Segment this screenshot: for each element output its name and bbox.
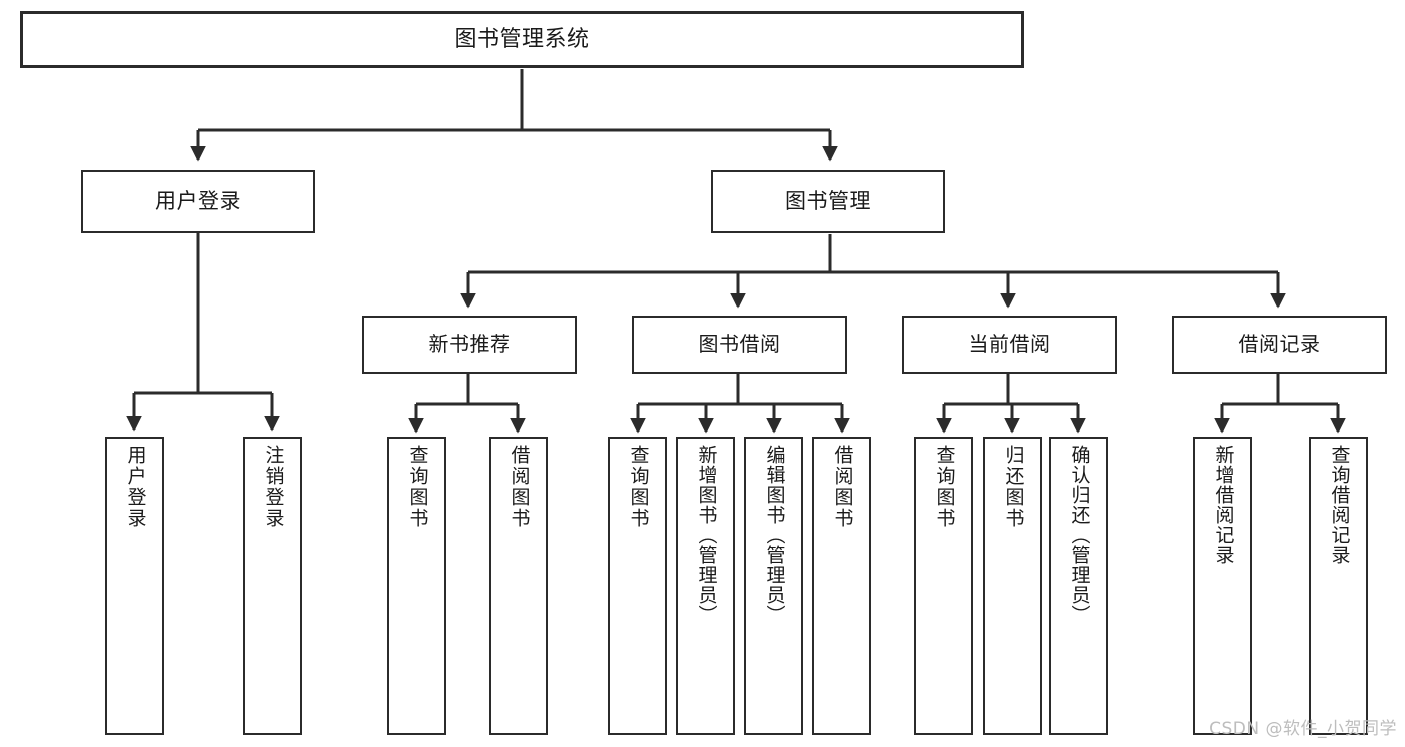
node-label: 查询借阅记录 (1328, 445, 1351, 565)
leaf-current-borrow-query[interactable]: 查询图书 (914, 437, 973, 735)
leaf-new-book-query[interactable]: 查询图书 (387, 437, 446, 735)
node-new-book-recommend[interactable]: 新书推荐 (362, 316, 577, 374)
leaf-book-borrow-add[interactable]: 新增图书（管理员） (676, 437, 735, 735)
node-user-login[interactable]: 用户登录 (81, 170, 315, 233)
node-label: 用户登录 (155, 189, 241, 214)
node-root[interactable]: 图书管理系统 (20, 11, 1024, 68)
node-label: 图书借阅 (698, 332, 781, 357)
node-label: 当前借阅 (968, 332, 1051, 357)
node-label: 新增借阅记录 (1212, 445, 1235, 565)
node-book-borrow[interactable]: 图书借阅 (632, 316, 847, 374)
leaf-borrow-record-add[interactable]: 新增借阅记录 (1193, 437, 1252, 735)
node-book-management[interactable]: 图书管理 (711, 170, 945, 233)
leaf-user-login-logout[interactable]: 注销登录 (243, 437, 302, 735)
node-borrow-record[interactable]: 借阅记录 (1172, 316, 1387, 374)
node-current-borrow[interactable]: 当前借阅 (902, 316, 1117, 374)
node-label: 借阅图书 (508, 445, 531, 529)
leaf-borrow-record-query[interactable]: 查询借阅记录 (1309, 437, 1368, 735)
node-label: 借阅图书 (831, 445, 854, 529)
leaf-new-book-borrow[interactable]: 借阅图书 (489, 437, 548, 735)
leaf-current-borrow-return[interactable]: 归还图书 (983, 437, 1042, 735)
node-label: 查询图书 (627, 445, 650, 529)
leaf-current-borrow-confirm-return[interactable]: 确认归还（管理员） (1049, 437, 1108, 735)
leaf-book-borrow-query[interactable]: 查询图书 (608, 437, 667, 735)
node-label: 查询图书 (406, 445, 429, 529)
leaf-book-borrow-edit[interactable]: 编辑图书（管理员） (744, 437, 803, 735)
node-label: 借阅记录 (1238, 332, 1321, 357)
leaf-book-borrow-borrow[interactable]: 借阅图书 (812, 437, 871, 735)
watermark: CSDN @软件_小贺同学 (1209, 719, 1397, 739)
node-label: 图书管理系统 (454, 26, 590, 52)
node-label: 新增图书（管理员） (695, 445, 718, 625)
node-label: 归还图书 (1002, 445, 1025, 529)
leaf-user-login-login[interactable]: 用户登录 (105, 437, 164, 735)
node-label: 确认归还（管理员） (1068, 445, 1091, 625)
node-label: 用户登录 (124, 445, 147, 529)
node-label: 新书推荐 (428, 332, 511, 357)
node-label: 编辑图书（管理员） (763, 445, 786, 625)
node-label: 查询图书 (933, 445, 956, 529)
node-label: 注销登录 (262, 445, 285, 529)
node-label: 图书管理 (785, 189, 871, 214)
